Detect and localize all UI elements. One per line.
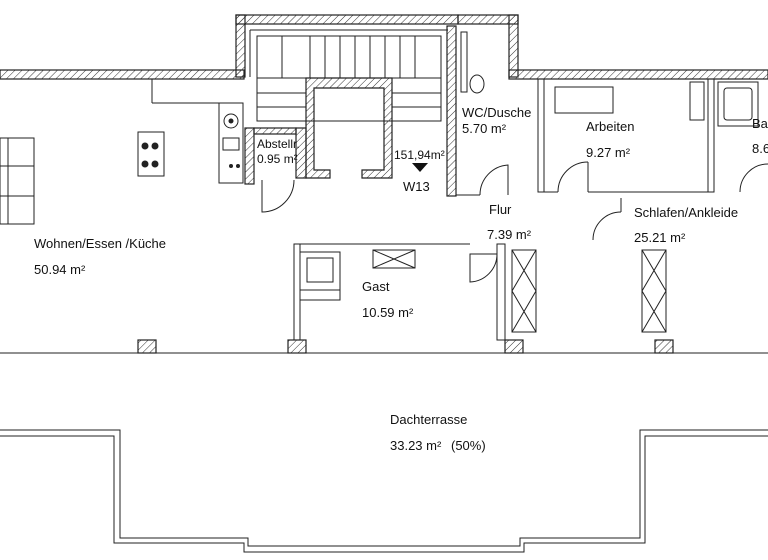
gast-area: 10.59 m² — [362, 305, 414, 320]
wohnen-area: 50.94 m² — [34, 262, 86, 277]
arbeiten-name: Arbeiten — [586, 119, 634, 134]
sofa-icon — [0, 137, 35, 225]
stair-arrow-icon — [412, 163, 428, 172]
stair-code: W13 — [403, 179, 430, 194]
dachterrasse-share: (50%) — [451, 438, 486, 453]
bad-area: 8.6 — [752, 141, 768, 156]
bad-walls — [689, 78, 768, 193]
gast-walls — [293, 243, 506, 341]
dachterrasse-area: 33.23 m² — [390, 438, 442, 453]
bad-name: Ba — [752, 116, 768, 131]
abstellr-name: Abstellr. — [257, 137, 300, 151]
flur-area: 7.39 m² — [487, 227, 532, 242]
room-labels: Wohnen/Essen /Küche 50.94 m² Abstellr. 0… — [34, 105, 768, 453]
gast-name: Gast — [362, 279, 390, 294]
exterior-walls — [0, 14, 768, 80]
schlafen-area: 25.21 m² — [634, 230, 686, 245]
wc-name: WC/Dusche — [462, 105, 531, 120]
arbeiten-area: 9.27 m² — [586, 145, 631, 160]
wardrobe-icon — [511, 249, 667, 333]
schlafen-name: Schlafen/Ankleide — [634, 205, 738, 220]
dachterrasse-name: Dachterrasse — [390, 412, 467, 427]
stair-level: 151,94m² — [394, 148, 445, 162]
facade — [0, 339, 768, 354]
staircase — [256, 35, 442, 179]
wc-area: 5.70 m² — [462, 121, 507, 136]
flur-name: Flur — [489, 202, 512, 217]
wc-walls — [446, 25, 509, 197]
abstellr-area: 0.95 m² — [257, 152, 298, 166]
abstellraum-walls — [244, 127, 307, 213]
wohnen-name: Wohnen/Essen /Küche — [34, 236, 166, 251]
stove-icon — [137, 131, 165, 177]
kitchen-counter — [151, 79, 244, 184]
arbeiten-walls — [537, 78, 708, 193]
terrace-outline — [0, 429, 768, 553]
